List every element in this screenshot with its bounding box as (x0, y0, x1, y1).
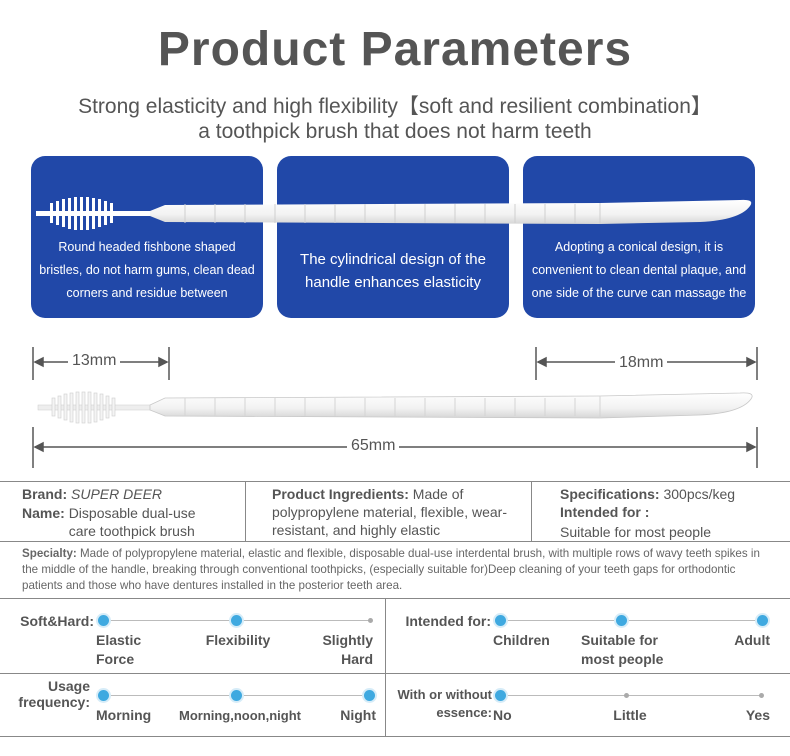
specialty-text: Specialty: Made of polypropylene materia… (22, 546, 772, 594)
scales-divider (385, 598, 386, 736)
ingredients-label: Product Ingredients: (272, 486, 409, 502)
feature-card-text: Adopting a conical design, it is conveni… (531, 240, 747, 300)
page-title: Product Parameters (157, 23, 633, 76)
intended-for-scale-label: Intended for: (405, 613, 491, 629)
intended-for-dot-3 (757, 615, 768, 626)
subtitle-line-1: Strong elasticity and high flexibility【s… (78, 95, 712, 118)
essence-track (500, 695, 763, 696)
ingredients-value: Made of polypropylene material, flexible… (272, 486, 507, 538)
essence-label-line1: With or without (397, 687, 492, 702)
essence-option-1: No (493, 707, 512, 723)
feature-card-bristles: Round headed fishbone shaped bristles, d… (31, 156, 263, 318)
scales-top-rule (0, 598, 790, 599)
soft-hard-dot-3 (368, 618, 373, 623)
usage-frequency-label: Usage frequency: (8, 678, 90, 710)
intended-for-track (500, 620, 763, 621)
feature-card-text: Round headed fishbone shaped bristles, d… (39, 240, 255, 300)
specifications-row: Specifications: 300pcs/keg (560, 485, 785, 503)
usage-frequency-label-line1: Usage (47, 678, 90, 694)
soft-hard-option-3: Slightly Hard (322, 632, 373, 667)
toothpick-bottom-image (37, 391, 753, 424)
essence-option-2: Little (613, 707, 647, 723)
intended-for-dot-2 (616, 615, 627, 626)
subtitle-line-2: a toothpick brush that does not harm tee… (198, 120, 592, 143)
table-divider (531, 481, 532, 541)
intended-label-row: Intended for : (560, 503, 785, 521)
usage-frequency-option-2: Morning,noon,night (178, 708, 301, 723)
specialty-value: Made of polypropylene material, elastic … (22, 547, 760, 592)
scales-mid-rule (0, 673, 790, 674)
name-row: Name: Disposable dual-use care toothpick… (22, 504, 242, 540)
soft-hard-dot-2 (231, 615, 242, 626)
essence-option-3: Yes (745, 707, 770, 723)
dimension-total-label: 65mm (347, 437, 400, 455)
usage-frequency-label-line2: frequency: (18, 694, 90, 710)
specifications-label: Specifications: (560, 486, 660, 502)
intended-for-option-1: Children (493, 632, 550, 648)
essence-label: With or without essence: (386, 686, 492, 722)
intended-for-option-3: Adult (734, 632, 770, 648)
feature-card-tip: Adopting a conical design, it is conveni… (523, 156, 755, 318)
toothpick-illustration (32, 197, 758, 468)
feature-card-text: The cylindrical design of the handle enh… (300, 251, 486, 291)
soft-hard-option-2: Flexibility (205, 632, 271, 648)
toothpick-top-image (36, 197, 752, 230)
table-top-rule (0, 481, 790, 482)
dimension-head-label: 13mm (68, 352, 121, 370)
specialty-label: Specialty: (22, 547, 77, 560)
dimension-tip-label: 18mm (615, 354, 668, 372)
table-divider (245, 481, 246, 541)
usage-frequency-option-1: Morning (96, 707, 152, 723)
essence-dot-3 (759, 693, 764, 698)
scales-bottom-rule (0, 736, 790, 737)
brand-row: Brand: SUPER DEER (22, 485, 242, 503)
specifications-value: 300pcs/keg (663, 486, 736, 502)
brand-value: SUPER DEER (71, 486, 163, 502)
usage-frequency-dot-2 (231, 690, 242, 701)
usage-frequency-dot-3 (364, 690, 375, 701)
intended-value-row: Suitable for most people (560, 523, 785, 541)
feature-card-handle: The cylindrical design of the handle enh… (277, 156, 509, 318)
soft-hard-label: Soft&Hard: (20, 613, 94, 629)
essence-dot-2 (624, 693, 629, 698)
intended-label: Intended for : (560, 504, 650, 520)
intended-value: Suitable for most people (560, 524, 711, 540)
table-mid-rule (0, 541, 790, 542)
soft-hard-dot-1 (98, 615, 109, 626)
essence-label-line2: essence: (436, 705, 492, 720)
intended-for-option-2: Suitable for most people (581, 632, 664, 667)
usage-frequency-dot-1 (98, 690, 109, 701)
intended-for-dot-1 (495, 615, 506, 626)
brand-label: Brand: (22, 486, 68, 502)
ingredients-block: Product Ingredients: Made of polypropyle… (272, 485, 527, 539)
usage-frequency-option-3: Night (340, 707, 376, 723)
soft-hard-option-1: Elastic Force (96, 632, 142, 667)
name-label: Name: (22, 505, 65, 521)
essence-dot-1 (495, 690, 506, 701)
name-value: Disposable dual-use care toothpick brush (68, 505, 196, 539)
